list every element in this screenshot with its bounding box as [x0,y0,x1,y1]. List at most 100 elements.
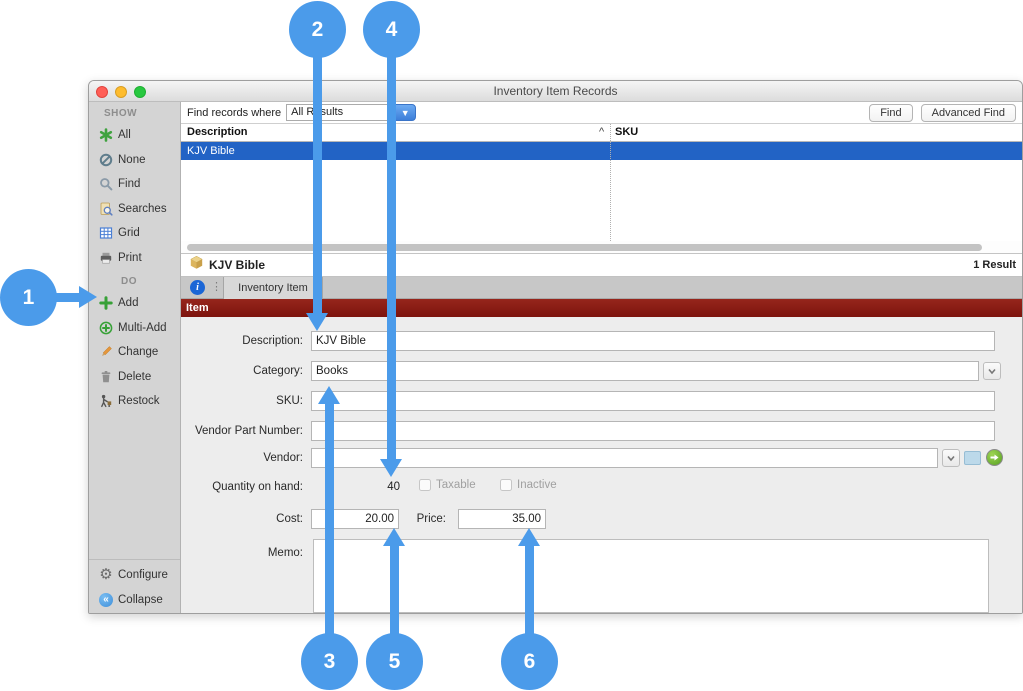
package-icon [189,255,204,275]
inactive-checkbox[interactable] [500,479,512,491]
vendor-dropdown-button[interactable] [942,449,960,467]
arrow-right-icon [990,454,999,461]
price-field[interactable] [458,509,546,529]
chevron-down-icon [947,455,955,462]
tab-bar: i ⋮ Inventory Item [181,277,1022,299]
sidebar-item-grid[interactable]: Grid [89,221,180,246]
sort-ascending-indicator: ^ [599,126,605,138]
sidebar-item-find[interactable]: Find [89,172,180,197]
sidebar-item-label: Configure [118,569,168,582]
minimize-button[interactable] [115,86,127,98]
find-records-bar: Find records where All Results ▼ Find Ad… [181,102,1022,124]
callout-6-arrow-stem [525,545,534,634]
callout-3-arrow-stem [325,403,334,634]
quantity-on-hand-label: Quantity on hand: [212,481,303,493]
sidebar-header-show: SHOW [104,108,138,119]
window-title: Inventory Item Records [493,84,618,98]
info-icon[interactable]: i [190,280,205,295]
callout-1-arrow-stem [54,293,80,302]
taxable-checkbox[interactable] [419,479,431,491]
pencil-icon [98,345,114,360]
sidebar-header-do: DO [121,276,137,287]
sidebar-item-multi-add[interactable]: Multi-Add [89,316,180,341]
vendor-part-number-label: Vendor Part Number: [194,425,303,437]
inactive-checkbox-row: Inactive [500,479,557,491]
sidebar-item-label: Delete [118,370,152,383]
sidebar-item-label: All [118,129,131,142]
magnifier-icon [98,177,114,192]
sidebar-item-label: Print [118,251,142,264]
main-panel: Find records where All Results ▼ Find Ad… [181,102,1022,613]
sidebar-item-all[interactable]: All [89,123,180,148]
sku-field[interactable] [311,391,995,411]
sidebar-item-label: Multi-Add [118,321,167,334]
record-title: KJV Bible [209,258,266,272]
find-scope-value: All Results [286,104,395,121]
find-button[interactable]: Find [869,103,913,122]
table-header: Description ^ SKU [181,124,1022,142]
vendor-lookup-button[interactable] [964,451,981,465]
sidebar-item-searches[interactable]: Searches [89,197,180,222]
collapse-icon: « [98,592,114,607]
column-divider [610,124,611,241]
table-row[interactable]: KJV Bible [181,142,1022,160]
item-form: Description: Category: SKU: [181,317,1022,613]
vendor-add-button[interactable] [986,449,1003,466]
category-label: Category: [253,365,303,377]
sidebar-item-delete[interactable]: Delete [89,365,180,390]
sidebar-item-label: Add [118,297,139,310]
vendor-part-number-field[interactable] [311,421,995,441]
vertical-dots-icon[interactable]: ⋮ [211,281,222,293]
column-header-sku[interactable]: SKU [615,126,639,138]
callout-4-arrow-stem [387,56,396,460]
callout-2-arrow-stem [313,56,322,314]
sidebar-item-print[interactable]: Print [89,246,180,271]
trash-icon [98,369,114,384]
callout-2-arrowhead [306,313,328,331]
memo-field[interactable] [313,539,989,613]
category-field[interactable] [311,361,979,381]
taxable-checkbox-row: Taxable [419,479,476,491]
inactive-label: Inactive [517,479,557,491]
chevron-down-icon: ▼ [394,104,417,121]
quantity-on-hand-value: 40 [387,481,400,493]
sidebar-item-none[interactable]: None [89,148,180,173]
sidebar-item-configure[interactable]: ⚙ Configure [89,563,180,588]
result-count: 1 Result [973,259,1016,271]
sidebar-item-collapse[interactable]: « Collapse [89,588,180,613]
sidebar-item-add[interactable]: Add [89,291,180,316]
plus-icon [98,296,114,311]
sku-label: SKU: [276,395,303,407]
gear-icon: ⚙ [99,566,113,584]
tab-inventory-item[interactable]: Inventory Item [223,277,323,299]
advanced-find-button[interactable]: Advanced Find [920,103,1016,122]
sidebar-item-change[interactable]: Change [89,340,180,365]
restock-icon [98,394,114,409]
title-bar: Inventory Item Records [89,81,1022,102]
description-label: Description: [242,335,303,347]
column-header-description[interactable]: Description [187,126,248,138]
sidebar-item-label: Searches [118,202,167,215]
vendor-label: Vendor: [263,452,303,464]
callout-1-badge: 1 [0,269,57,326]
sidebar-item-label: Collapse [118,593,163,606]
inventory-item-records-window: Inventory Item Records SHOW All None [88,80,1023,614]
description-field[interactable] [311,331,995,351]
sidebar-item-restock[interactable]: Restock [89,389,180,414]
grid-icon [98,226,114,241]
zoom-button[interactable] [134,86,146,98]
cost-label: Cost: [276,513,303,525]
category-dropdown-button[interactable] [983,362,1001,380]
callout-6-arrowhead [518,528,540,546]
vendor-field[interactable] [311,448,938,468]
memo-label: Memo: [267,547,303,559]
sidebar-item-label: Find [118,178,141,191]
horizontal-scrollbar[interactable] [187,244,982,251]
find-scope-dropdown[interactable]: All Results ▼ [286,104,417,121]
printer-icon [98,250,114,265]
slash-circle-icon [98,152,114,167]
sidebar-footer: ⚙ Configure « Collapse [89,559,180,612]
close-button[interactable] [96,86,108,98]
callout-4-arrowhead [380,459,402,477]
sidebar-item-label: None [118,153,146,166]
